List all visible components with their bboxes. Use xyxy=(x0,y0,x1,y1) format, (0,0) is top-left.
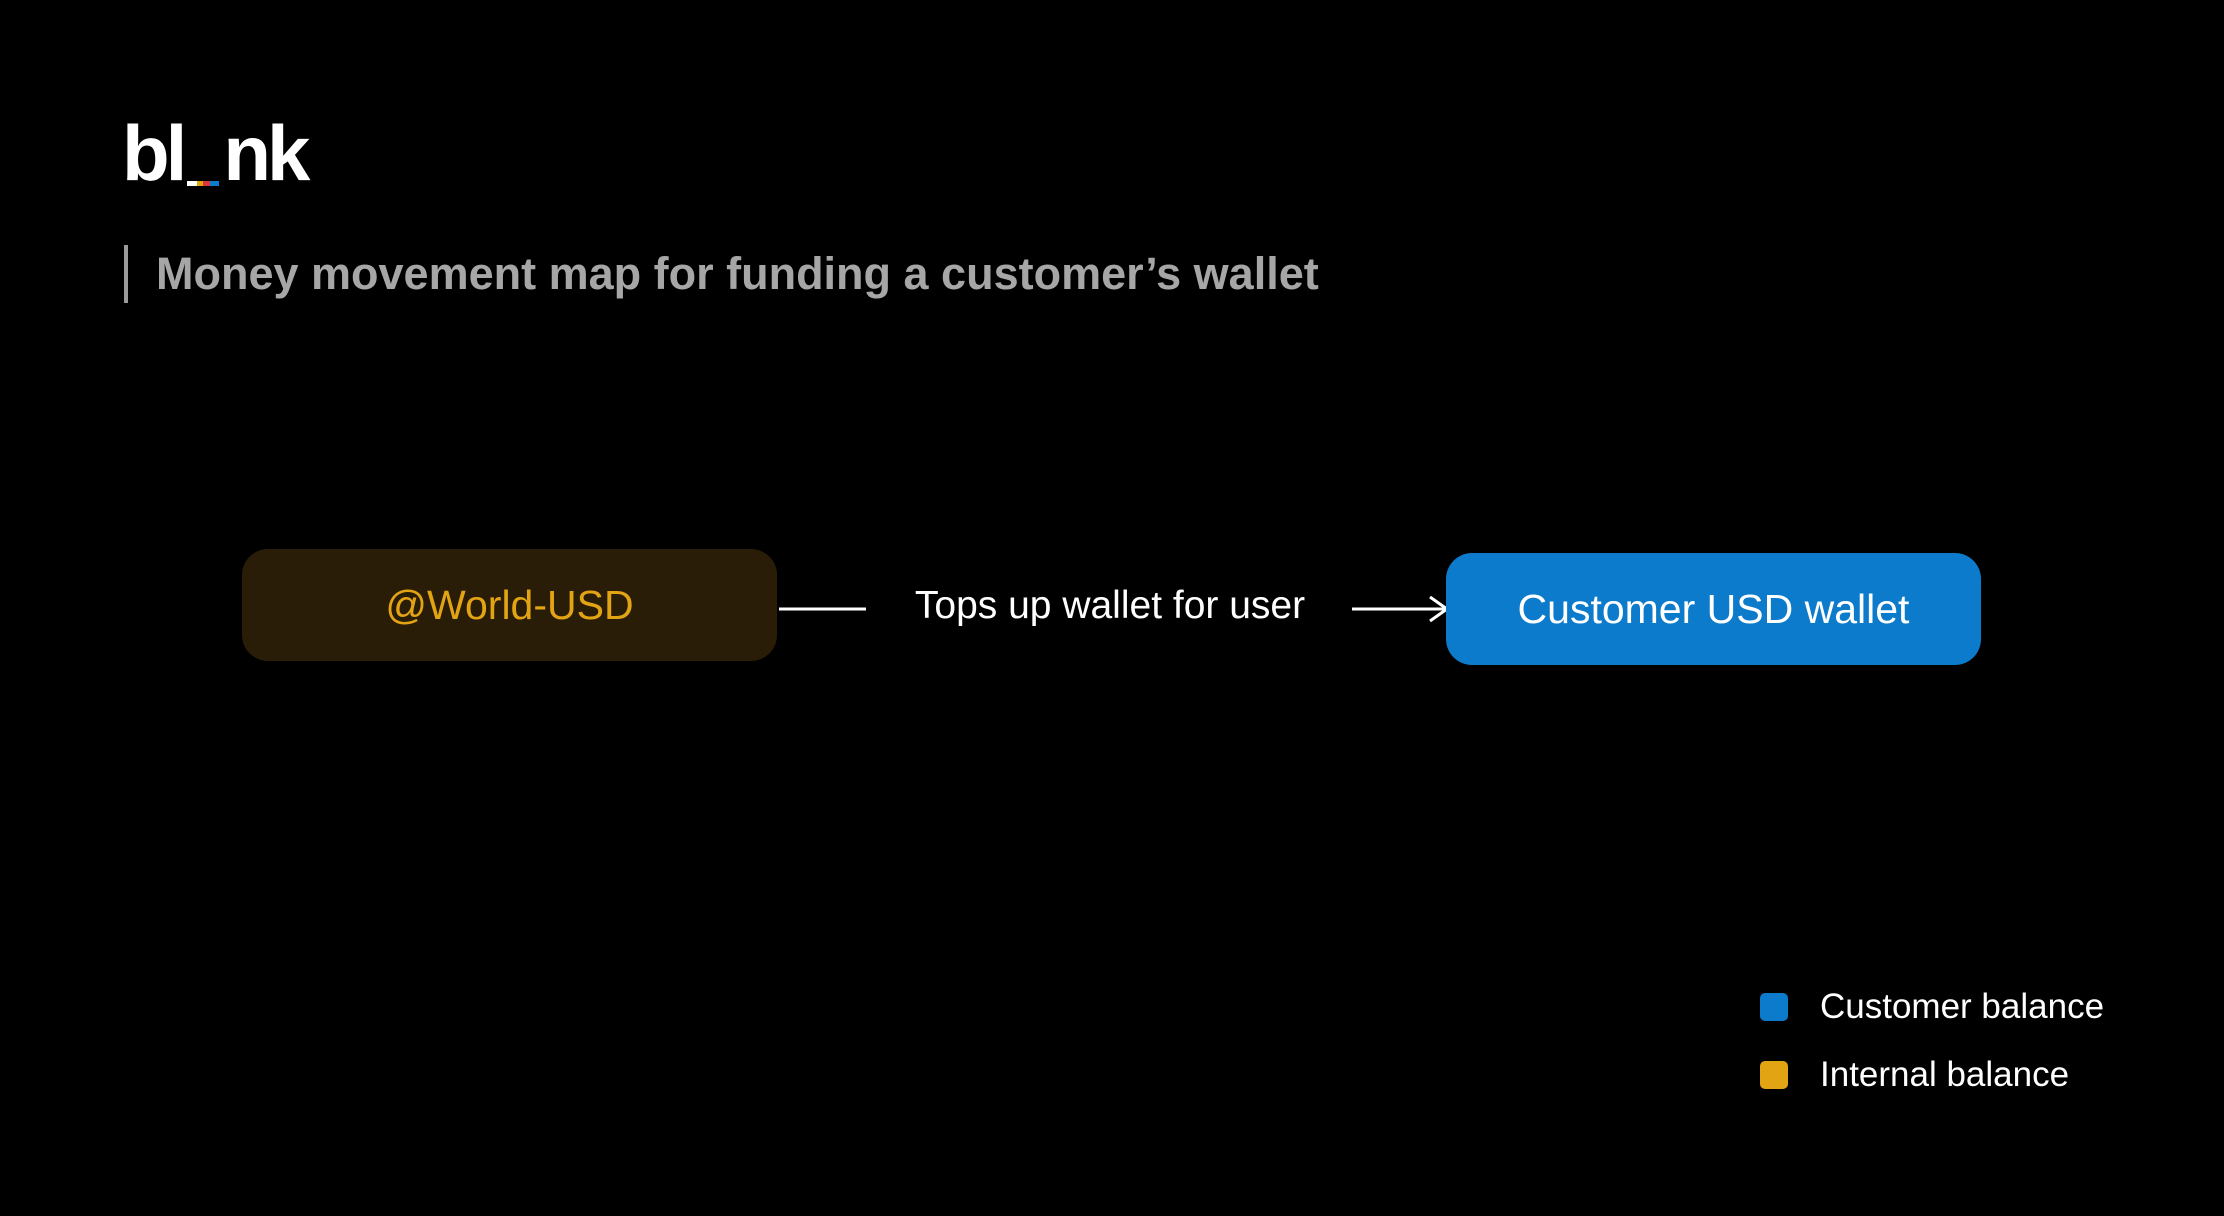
legend-swatch-customer xyxy=(1760,993,1788,1021)
logo-underscore-mark xyxy=(185,122,221,192)
page-subtitle: Money movement map for funding a custome… xyxy=(156,248,1319,299)
edge-label: Tops up wallet for user xyxy=(914,584,1306,627)
logo-text-right: nk xyxy=(223,109,310,197)
logo-bar-3 xyxy=(203,181,211,186)
legend-label-internal: Internal balance xyxy=(1820,1055,2070,1094)
blnk-logo: bl nk xyxy=(122,109,310,197)
target-node: Customer USD wallet xyxy=(1446,553,1981,665)
legend-item-internal: Internal balance xyxy=(1760,1050,2104,1100)
source-node-label: @World-USD xyxy=(385,581,634,628)
subtitle-rule xyxy=(124,245,128,303)
legend-item-customer: Customer balance xyxy=(1760,982,2104,1032)
legend-swatch-internal xyxy=(1760,1061,1788,1089)
target-node-label: Customer USD wallet xyxy=(1517,585,1910,632)
source-node: @World-USD xyxy=(242,549,777,661)
logo-bar-4 xyxy=(210,181,220,186)
legend-label-customer: Customer balance xyxy=(1820,987,2105,1026)
subtitle-block: Money movement map for funding a custome… xyxy=(124,245,1319,303)
legend: Customer balance Internal balance xyxy=(1760,982,2104,1118)
logo-bar-2 xyxy=(197,181,204,186)
logo-bar-1 xyxy=(187,181,198,186)
logo-text-left: bl xyxy=(122,109,187,197)
